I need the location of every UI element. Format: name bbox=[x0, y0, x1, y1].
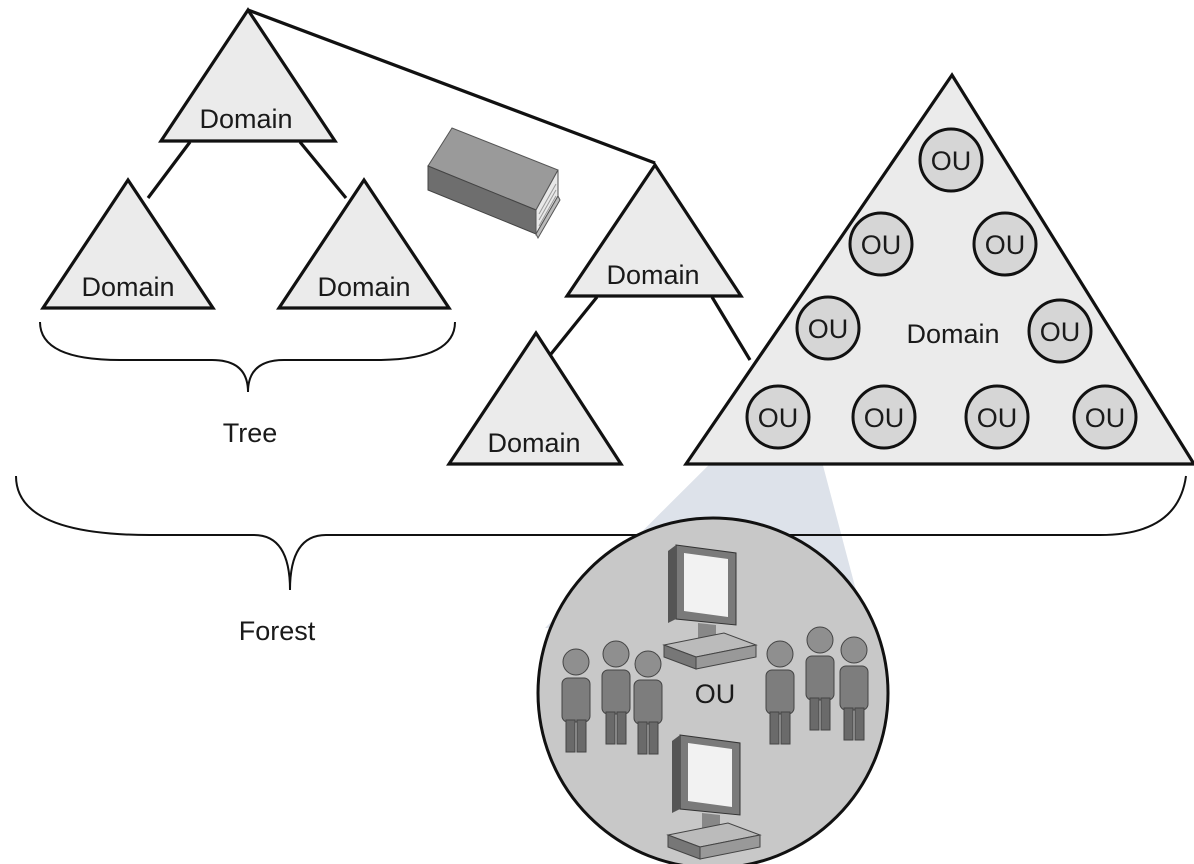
domain-label: Domain bbox=[81, 272, 174, 302]
ou-label: OU bbox=[758, 403, 799, 433]
domain-label: Domain bbox=[906, 319, 999, 349]
domain-root-tree2: Domain bbox=[563, 162, 744, 298]
users-group-icon bbox=[765, 626, 869, 745]
domain-child-left: Domain bbox=[40, 177, 216, 310]
domain-label: Domain bbox=[199, 104, 292, 134]
domain-child-right: Domain bbox=[276, 177, 452, 310]
ou-label: OU bbox=[864, 403, 905, 433]
ou-label: OU bbox=[977, 403, 1018, 433]
ou-label: OU bbox=[1085, 403, 1126, 433]
domain-label: Domain bbox=[317, 272, 410, 302]
users-group-icon bbox=[561, 640, 663, 755]
tree-brace bbox=[39, 321, 456, 393]
ou-label: OU bbox=[1040, 317, 1081, 347]
forest-label: Forest bbox=[239, 616, 316, 646]
ou-label: OU bbox=[808, 314, 849, 344]
ou-zoom-circle: OU bbox=[536, 516, 890, 864]
ou-zoom-label: OU bbox=[695, 679, 736, 709]
book-icon bbox=[427, 127, 561, 240]
domain-child-tree2: Domain bbox=[446, 330, 624, 466]
ou-label: OU bbox=[931, 146, 972, 176]
computer-icon bbox=[666, 734, 762, 860]
domain-label: Domain bbox=[606, 260, 699, 290]
forest-brace bbox=[15, 475, 1187, 591]
ou-label: OU bbox=[861, 230, 902, 260]
domain-with-ous: Domain OU OU OU OU OU OU OU OU OU bbox=[682, 72, 1194, 466]
computer-icon bbox=[662, 544, 758, 670]
tree-label: Tree bbox=[223, 418, 278, 448]
ou-label: OU bbox=[985, 230, 1026, 260]
domain-label: Domain bbox=[487, 428, 580, 458]
ou-circles: OU OU OU OU OU OU OU OU OU bbox=[745, 127, 1138, 450]
domain-root-tree1: Domain bbox=[158, 7, 338, 143]
tree-connectors bbox=[146, 8, 752, 361]
